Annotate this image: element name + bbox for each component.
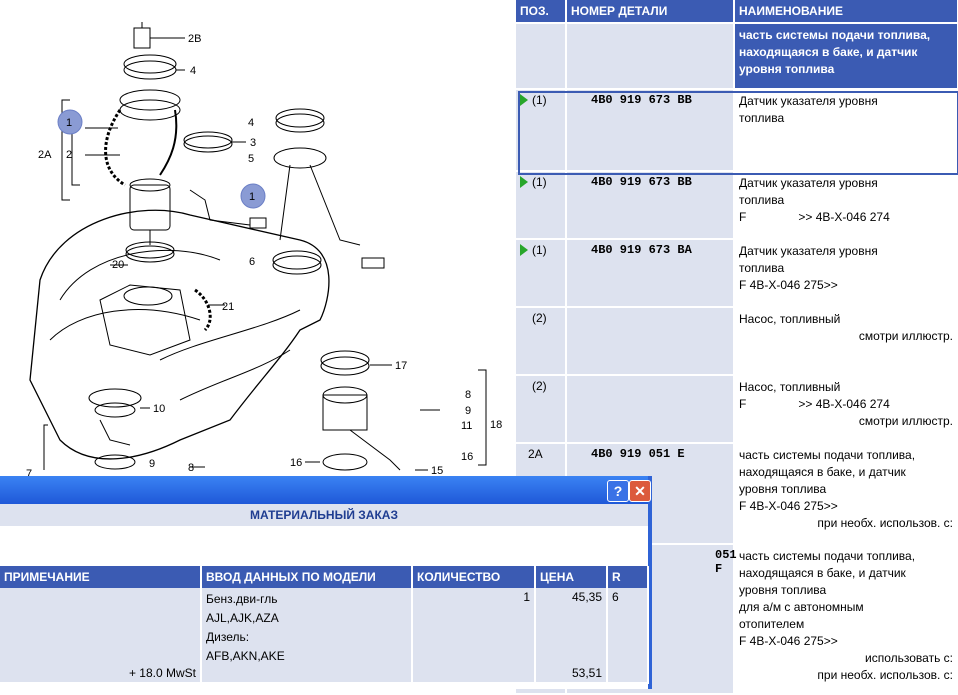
material-order-dialog[interactable]: ? ✕ МАТЕРИАЛЬНЫЙ ЗАКАЗ ПРИМЕЧАНИЕ ВВОД Д… — [0, 476, 652, 689]
name-cell: Насос, топливный F>> 4B-X-046 274 смотри… — [734, 375, 958, 444]
column-header-r[interactable]: R — [607, 566, 649, 588]
diagram-label[interactable]: 3 — [250, 137, 256, 149]
table-row[interactable]: (2) Насос, топливный смотри иллюстр. — [516, 307, 958, 376]
diagram-label[interactable]: 9 — [149, 458, 155, 470]
parts-table: ПОЗ. НОМЕР ДЕТАЛИ НАИМЕНОВАНИЕ часть сис… — [516, 0, 958, 695]
diagram-label[interactable]: 4 — [190, 65, 196, 77]
pos-cell — [516, 23, 567, 90]
diagram-label[interactable]: 15 — [431, 465, 443, 477]
selected-row-marker-icon — [520, 94, 528, 106]
row-marker-icon — [520, 176, 528, 188]
part-number-cell — [566, 23, 735, 90]
diagram-label[interactable]: 9 — [465, 405, 471, 417]
part-number-cell — [566, 375, 735, 444]
quantity-cell[interactable]: 1 — [412, 588, 536, 684]
close-button[interactable]: ✕ — [629, 480, 651, 502]
vat-label: + 18.0 MwSt — [128, 666, 196, 680]
name-cell: Датчик указателя уровня топлива F>> 4B-X… — [734, 171, 958, 240]
diagram-label[interactable]: 2A — [38, 149, 52, 161]
table-row[interactable]: (1) 4B0 919 673 BB Датчик указателя уров… — [516, 89, 958, 172]
part-number-cell: 4B0 919 673 BB — [566, 171, 735, 240]
part-number-cell: 4B0 919 673 BB — [566, 89, 735, 172]
diagram-label[interactable]: 8 — [465, 389, 471, 401]
pos-cell: (1) — [516, 89, 567, 172]
pos-cell: (1) — [516, 171, 567, 240]
diagram-label[interactable]: 4 — [248, 117, 254, 129]
diagram-label[interactable]: 21 — [222, 301, 234, 313]
help-button[interactable]: ? — [607, 480, 629, 502]
name-cell: часть системы подачи топлива, находящаяс… — [734, 443, 958, 545]
diagram-label[interactable]: 18 — [490, 419, 502, 431]
pos-cell: (2) — [516, 375, 567, 444]
diagram-label[interactable]: 1 — [66, 117, 72, 129]
gross-price: 53,51 — [571, 666, 602, 680]
name-cell: часть системы подачи топлива, находящаяс… — [734, 544, 958, 695]
pos-cell: (2) — [516, 307, 567, 376]
column-header-note[interactable]: ПРИМЕЧАНИЕ — [0, 566, 202, 588]
diagram-label[interactable]: 17 — [395, 360, 407, 372]
model-cell[interactable]: Бенз.дви-гль AJL,AJK,AZA Дизель: AFB,AKN… — [201, 588, 413, 684]
table-row-group-header[interactable]: часть системы подачи топлива, находящаяс… — [516, 23, 958, 90]
table-row[interactable]: (2) Насос, топливный F>> 4B-X-046 274 см… — [516, 375, 958, 444]
dialog-titlebar[interactable]: ? ✕ — [0, 476, 651, 504]
diagram-label[interactable]: 16 — [290, 457, 302, 469]
price-cell: 45,35 53,51 — [535, 588, 608, 684]
column-header-pos[interactable]: ПОЗ. — [516, 0, 567, 24]
column-header-qty[interactable]: КОЛИЧЕСТВО — [412, 566, 536, 588]
column-header-model[interactable]: ВВОД ДАННЫХ ПО МОДЕЛИ — [201, 566, 413, 588]
name-cell: Датчик указателя уровня топлива F 4B-X-0… — [734, 239, 958, 308]
name-cell: Датчик указателя уровня топлива — [734, 89, 958, 172]
table-row[interactable]: (1) 4B0 919 673 BA Датчик указателя уров… — [516, 239, 958, 308]
diagram-label[interactable]: 8 — [188, 462, 194, 474]
name-cell: часть системы подачи топлива, находящаяс… — [734, 23, 958, 90]
diagram-label[interactable]: 2 — [66, 149, 72, 161]
pos-cell: (1) — [516, 239, 567, 308]
column-header-name[interactable]: НАИМЕНОВАНИЕ — [734, 0, 958, 24]
fuel-system-illustration: 2B 4 1 2A 2 3 4 5 1 6 20 21 17 10 8 9 18… — [26, 22, 502, 480]
dialog-subtitle: МАТЕРИАЛЬНЫЙ ЗАКАЗ — [0, 504, 648, 526]
diagram-label[interactable]: 11 — [461, 420, 472, 432]
part-number-cell — [566, 307, 735, 376]
diagram-label[interactable]: 10 — [153, 403, 165, 415]
table-row[interactable]: (1) 4B0 919 673 BB Датчик указателя уров… — [516, 171, 958, 240]
diagram-label[interactable]: 6 — [249, 256, 255, 268]
column-header-part-number[interactable]: НОМЕР ДЕТАЛИ — [566, 0, 735, 24]
r-cell: 6 — [607, 588, 649, 684]
diagram-label[interactable]: 7 — [26, 468, 32, 480]
diagram-label[interactable]: 20 — [112, 259, 124, 271]
row-marker-icon — [520, 244, 528, 256]
name-cell: Насос, топливный смотри иллюстр. — [734, 307, 958, 376]
order-table: ПРИМЕЧАНИЕ ВВОД ДАННЫХ ПО МОДЕЛИ КОЛИЧЕС… — [0, 566, 649, 684]
diagram-labels: 2B 4 1 2A 2 3 4 5 1 6 20 21 17 10 8 9 18… — [26, 33, 502, 480]
parts-list-panel: ПОЗ. НОМЕР ДЕТАЛИ НАИМЕНОВАНИЕ часть сис… — [516, 0, 958, 695]
column-header-price[interactable]: ЦЕНА — [535, 566, 608, 588]
diagram-label[interactable]: 2B — [188, 33, 201, 45]
order-row[interactable]: + 18.0 MwSt Бенз.дви-гль AJL,AJK,AZA Диз… — [0, 588, 649, 684]
diagram-label[interactable]: 16 — [461, 451, 473, 463]
part-number-cell: 4B0 919 673 BA — [566, 239, 735, 308]
diagram-label[interactable]: 5 — [248, 153, 254, 165]
note-cell[interactable]: + 18.0 MwSt — [0, 588, 202, 684]
diagram-label[interactable]: 1 — [249, 191, 255, 203]
